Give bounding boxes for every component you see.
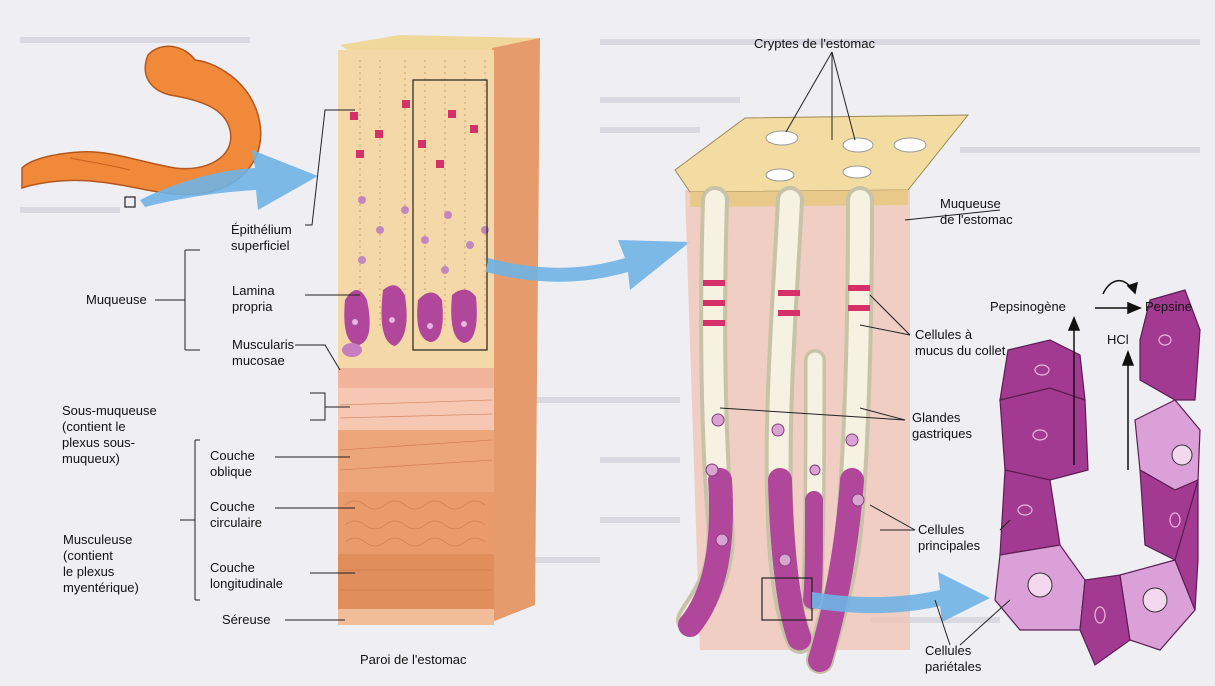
label-cellules-principales: Cellules principales: [918, 522, 980, 554]
label-couche-circulaire: Couche circulaire: [210, 499, 262, 531]
label-musculeuse: Musculeuse (contient le plexus myentériq…: [63, 532, 139, 596]
label-paroi: Paroi de l'estomac: [360, 652, 467, 668]
label-cellules-parietales: Cellules pariétales: [925, 643, 981, 675]
label-pepsine: Pepsine: [1145, 299, 1192, 315]
label-lamina: Lamina propria: [232, 283, 275, 315]
label-hcl: HCl: [1107, 332, 1129, 348]
label-couche-oblique: Couche oblique: [210, 448, 255, 480]
label-couche-longitudinale: Couche longitudinale: [210, 560, 283, 592]
label-epithelium: Épithélium superficiel: [231, 222, 292, 254]
label-cellules-mucus: Cellules à mucus du collet: [915, 327, 1005, 359]
gland-cells-enlargement: [995, 290, 1200, 665]
label-sereuse: Séreuse: [222, 612, 270, 628]
stomach-wall-block: [338, 35, 540, 625]
label-muqueuse-estomac: Muqueuse de l'estomac: [940, 196, 1013, 228]
label-pepsinogene: Pepsinogène: [990, 299, 1066, 315]
label-muscularis: Muscularis mucosae: [232, 337, 294, 369]
label-sous-muqueuse: Sous-muqueuse (contient le plexus sous- …: [62, 403, 157, 467]
label-muqueuse: Muqueuse: [86, 292, 147, 308]
label-cryptes: Cryptes de l'estomac: [754, 36, 875, 52]
label-glandes: Glandes gastriques: [912, 410, 972, 442]
